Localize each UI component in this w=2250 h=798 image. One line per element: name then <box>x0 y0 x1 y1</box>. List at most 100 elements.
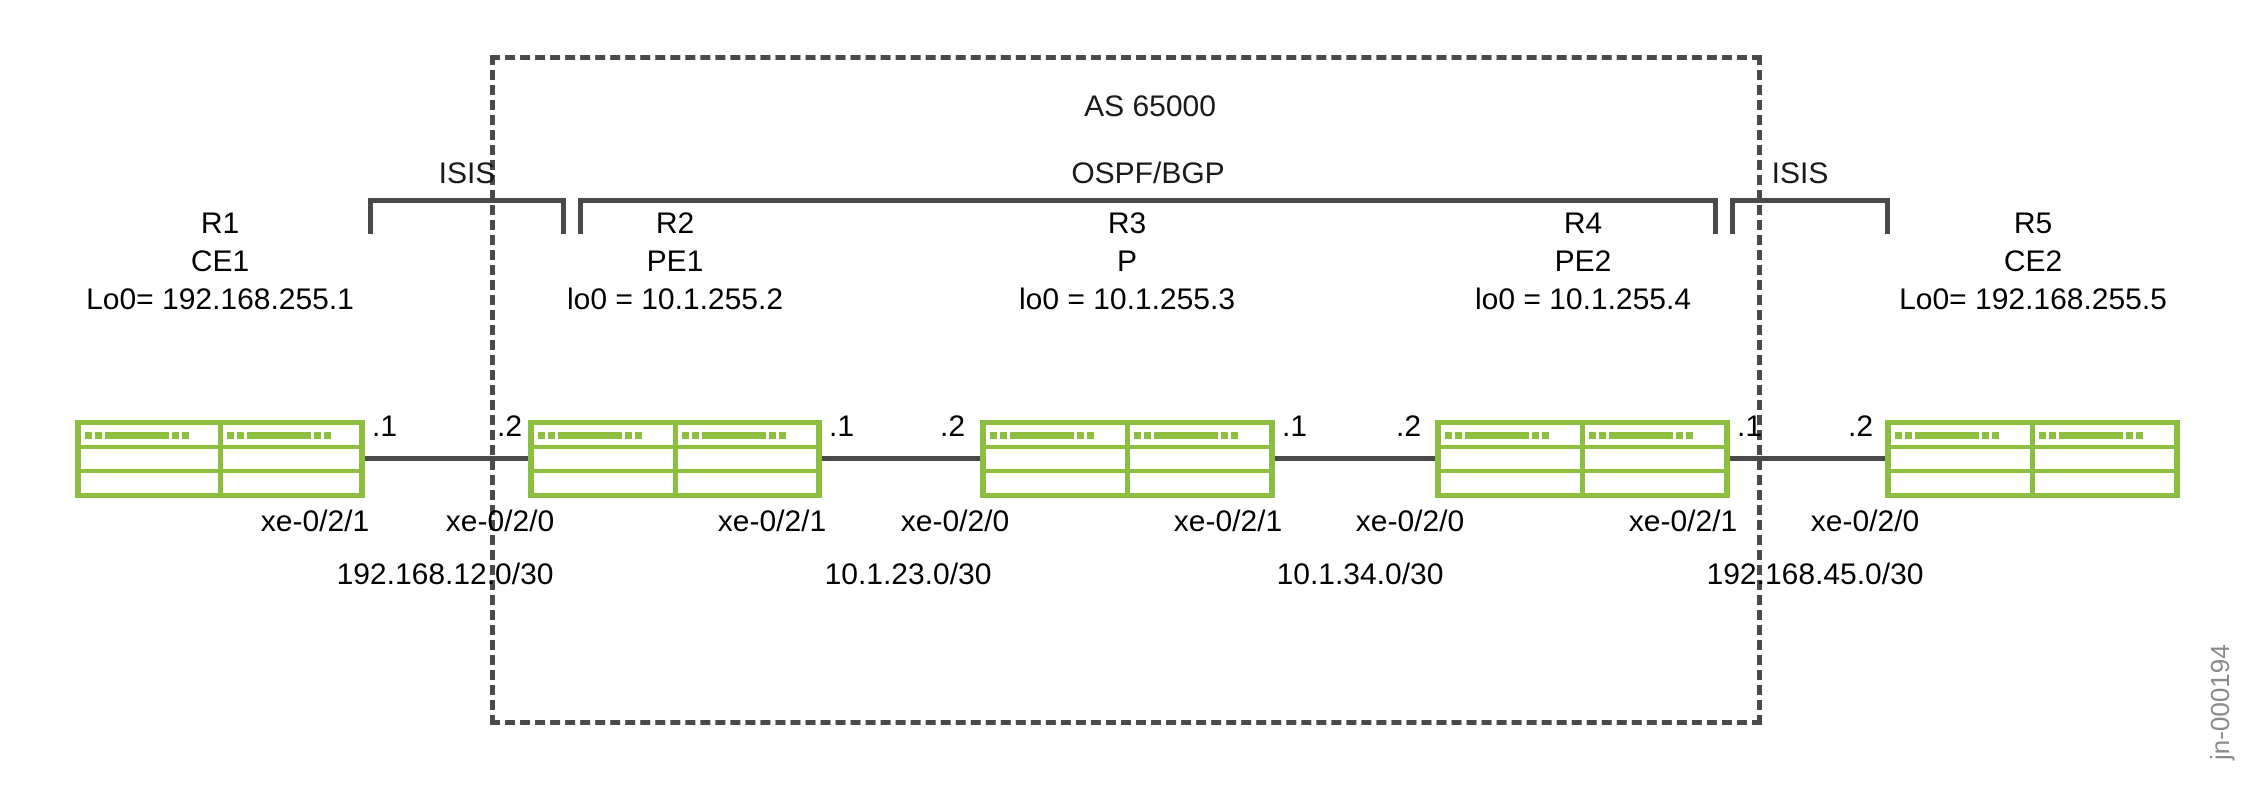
router-card-bot-left <box>1891 473 2030 493</box>
router-row-top <box>81 425 359 445</box>
router-row-top <box>986 425 1269 445</box>
router-card-bot-right <box>222 473 359 493</box>
isis-left-label: ISIS <box>438 157 496 190</box>
subnet-label-r2-r3: 10.1.23.0/30 <box>824 558 992 591</box>
subnet-label-r4-r5: 192.168.45.0/30 <box>1706 558 1924 591</box>
isis-left-bracket <box>368 198 566 234</box>
router-card-top-right <box>677 425 816 445</box>
router-card-bot-left <box>986 473 1125 493</box>
router-card-top-right <box>2035 425 2174 445</box>
node-r3-name: R3 <box>1107 207 1147 240</box>
node-r3-role: P <box>1116 245 1137 278</box>
router-card-mid-right <box>677 449 816 469</box>
isis-right-bracket <box>1730 198 1890 234</box>
router-card-bot-right <box>2035 473 2174 493</box>
interface-label-r4-xe020: xe-0/2/0 <box>1355 505 1465 538</box>
link-line-r3-r4 <box>1275 456 1435 461</box>
router-card-mid-left <box>81 449 218 469</box>
router-card-top-left <box>81 425 218 445</box>
router-icon-r2[interactable] <box>528 420 822 498</box>
router-row-middle <box>1441 449 1724 469</box>
led-indicator <box>236 431 244 439</box>
port-bar <box>246 431 311 439</box>
router-row-middle <box>81 449 359 469</box>
router-card-bot-left <box>1441 473 1580 493</box>
router-card-top-left <box>1441 425 1580 445</box>
interface-label-r3-xe020: xe-0/2/0 <box>900 505 1010 538</box>
router-card-mid-left <box>534 449 673 469</box>
router-row-top <box>1441 425 1724 445</box>
router-icon-r4[interactable] <box>1435 420 1730 498</box>
router-row-middle <box>1891 449 2174 469</box>
router-row-top <box>534 425 816 445</box>
node-caption-r1: R1 CE1 Lo0= 192.168.255.1 <box>20 205 420 319</box>
node-r5-loopback: Lo0= 192.168.255.5 <box>1899 283 2167 316</box>
router-card-top-right <box>222 425 359 445</box>
router-card-mid-left <box>1441 449 1580 469</box>
led-indicator <box>172 431 179 439</box>
node-r3-loopback: lo0 = 10.1.255.3 <box>1018 283 1236 316</box>
router-row-middle <box>534 449 816 469</box>
isis-right-label: ISIS <box>1771 157 1829 190</box>
as-boundary-box <box>490 55 1762 725</box>
interface-label-r2-xe020: xe-0/2/0 <box>445 505 555 538</box>
node-r4-name: R4 <box>1563 207 1603 240</box>
node-caption-r3: R3 P lo0 = 10.1.255.3 <box>927 205 1327 319</box>
led-indicator <box>95 431 102 439</box>
router-card-top-right <box>1585 425 1724 445</box>
link-line-r1-r2 <box>365 456 528 461</box>
subnet-label-r3-r4: 10.1.34.0/30 <box>1276 558 1444 591</box>
router-row-bottom <box>1441 473 1724 493</box>
router-card-top-right <box>1130 425 1269 445</box>
interface-label-r2-xe021: xe-0/2/1 <box>717 505 827 538</box>
router-card-top-left <box>1891 425 2030 445</box>
router-card-bot-right <box>1130 473 1269 493</box>
router-card-bot-right <box>677 473 816 493</box>
node-caption-r4: R4 PE2 lo0 = 10.1.255.4 <box>1383 205 1783 319</box>
node-caption-r2: R2 PE1 lo0 = 10.1.255.2 <box>475 205 875 319</box>
router-card-mid-left <box>986 449 1125 469</box>
router-row-bottom <box>1891 473 2174 493</box>
link-line-r2-r3 <box>822 456 980 461</box>
router-row-bottom <box>986 473 1269 493</box>
router-card-mid-right <box>1585 449 1724 469</box>
node-r4-loopback: lo0 = 10.1.255.4 <box>1474 283 1692 316</box>
interface-label-r1-xe021: xe-0/2/1 <box>260 505 370 538</box>
led-indicator <box>182 431 189 439</box>
router-card-top-left <box>534 425 673 445</box>
node-r1-role: CE1 <box>190 245 250 278</box>
router-card-bot-left <box>534 473 673 493</box>
node-r1-name: R1 <box>200 207 240 240</box>
router-card-mid-left <box>1891 449 2030 469</box>
router-icon-r1[interactable] <box>75 420 365 498</box>
link-line-r4-r5 <box>1730 456 1885 461</box>
host-label-r2-r3-right: .2 <box>940 410 966 443</box>
router-icon-r3[interactable] <box>980 420 1275 498</box>
node-caption-r5: R5 CE2 Lo0= 192.168.255.5 <box>1833 205 2233 319</box>
node-r2-role: PE1 <box>646 245 704 278</box>
node-r2-loopback: lo0 = 10.1.255.2 <box>566 283 784 316</box>
node-r4-role: PE2 <box>1554 245 1612 278</box>
port-bar <box>105 431 169 439</box>
router-icon-r5[interactable] <box>1885 420 2180 498</box>
router-row-middle <box>986 449 1269 469</box>
router-card-top-left <box>986 425 1125 445</box>
subnet-label-r1-r2: 192.168.12.0/30 <box>336 558 554 591</box>
host-label-r4-r5-right: .2 <box>1848 410 1874 443</box>
interface-label-r4-xe021: xe-0/2/1 <box>1628 505 1738 538</box>
host-label-r3-r4-right: .2 <box>1396 410 1422 443</box>
interface-label-r3-xe021: xe-0/2/1 <box>1173 505 1283 538</box>
router-card-bot-right <box>1585 473 1724 493</box>
router-card-bot-left <box>81 473 218 493</box>
router-row-bottom <box>81 473 359 493</box>
node-r5-name: R5 <box>2013 207 2053 240</box>
router-card-mid-right <box>222 449 359 469</box>
host-label-r3-r4-left: .1 <box>1282 410 1308 443</box>
router-card-mid-right <box>2035 449 2174 469</box>
node-r5-role: CE2 <box>2003 245 2063 278</box>
host-label-r1-r2-left: .1 <box>372 410 398 443</box>
host-label-r2-r3-left: .1 <box>829 410 855 443</box>
router-card-mid-right <box>1130 449 1269 469</box>
watermark-label: jn-000194 <box>2205 644 2235 760</box>
